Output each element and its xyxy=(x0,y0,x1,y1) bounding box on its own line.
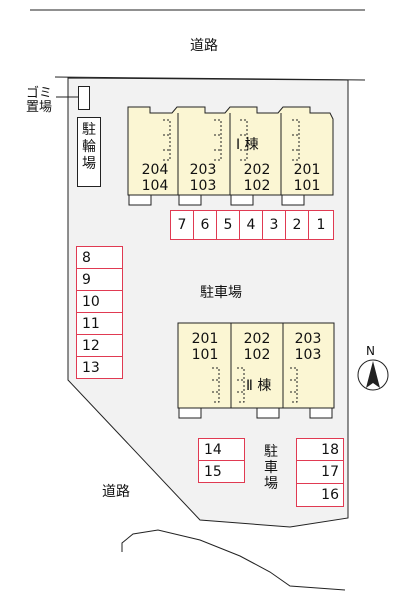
building-2-unit: 202 102 xyxy=(236,331,278,363)
building-1-unit: 204 104 xyxy=(134,162,176,194)
parking-stall: 7 xyxy=(170,210,194,240)
unit-lower-number: 102 xyxy=(243,178,271,194)
unit-upper-number: 201 xyxy=(191,331,219,347)
parking-stall: 8 xyxy=(76,246,123,269)
unit-lower-number: 103 xyxy=(189,178,217,194)
parking-stall: 3 xyxy=(262,210,286,240)
parking-stall: 17 xyxy=(296,460,344,484)
garbage-area-label: ゴミ 置場 xyxy=(26,86,53,115)
parking-stall: 2 xyxy=(285,210,309,240)
unit-upper-number: 201 xyxy=(293,162,321,178)
parking-stall: 1 xyxy=(308,210,334,240)
parking-stall: 12 xyxy=(76,334,123,357)
garbage-area-box xyxy=(78,86,90,110)
unit-lower-number: 102 xyxy=(243,347,271,363)
parking-stall: 10 xyxy=(76,290,123,313)
unit-upper-number: 204 xyxy=(141,162,169,178)
parking-lower-label: 駐 車 場 xyxy=(264,444,278,492)
parking-stall: 5 xyxy=(216,210,240,240)
parking-stall: 6 xyxy=(193,210,217,240)
compass-north-label: N xyxy=(366,344,375,358)
unit-upper-number: 202 xyxy=(243,331,271,347)
unit-lower-number: 101 xyxy=(293,178,321,194)
bottom-road-line xyxy=(121,529,346,591)
parking-stall: 11 xyxy=(76,312,123,335)
unit-upper-number: 203 xyxy=(189,162,217,178)
parking-stall: 4 xyxy=(239,210,263,240)
building-1-label: I 棟 xyxy=(236,137,259,153)
building-1-shape xyxy=(127,106,334,206)
parking-stall: 15 xyxy=(198,460,245,483)
parking-stall: 9 xyxy=(76,268,123,291)
building-1-unit: 203 103 xyxy=(182,162,224,194)
left-road-label: 道路 xyxy=(102,484,130,500)
unit-lower-number: 104 xyxy=(141,178,169,194)
parking-stall: 18 xyxy=(296,438,344,461)
parking-stall: 14 xyxy=(198,438,245,461)
building-2-unit: 201 101 xyxy=(184,331,226,363)
parking-center-label: 駐車場 xyxy=(200,285,242,301)
top-road-label: 道路 xyxy=(190,38,218,54)
building-2-unit: 203 103 xyxy=(287,331,329,363)
building-1-unit: 202 102 xyxy=(236,162,278,194)
unit-upper-number: 203 xyxy=(294,331,322,347)
bike-parking: 駐 輪 場 xyxy=(77,117,101,187)
unit-lower-number: 101 xyxy=(191,347,219,363)
north-compass-icon xyxy=(357,359,389,391)
parking-stall: 13 xyxy=(76,356,123,379)
building-1-unit: 201 101 xyxy=(286,162,328,194)
parking-stall: 16 xyxy=(296,483,344,507)
unit-upper-number: 202 xyxy=(243,162,271,178)
unit-lower-number: 103 xyxy=(294,347,322,363)
building-2-label: Ⅱ 棟 xyxy=(246,378,272,394)
building-2-shape xyxy=(177,322,335,419)
